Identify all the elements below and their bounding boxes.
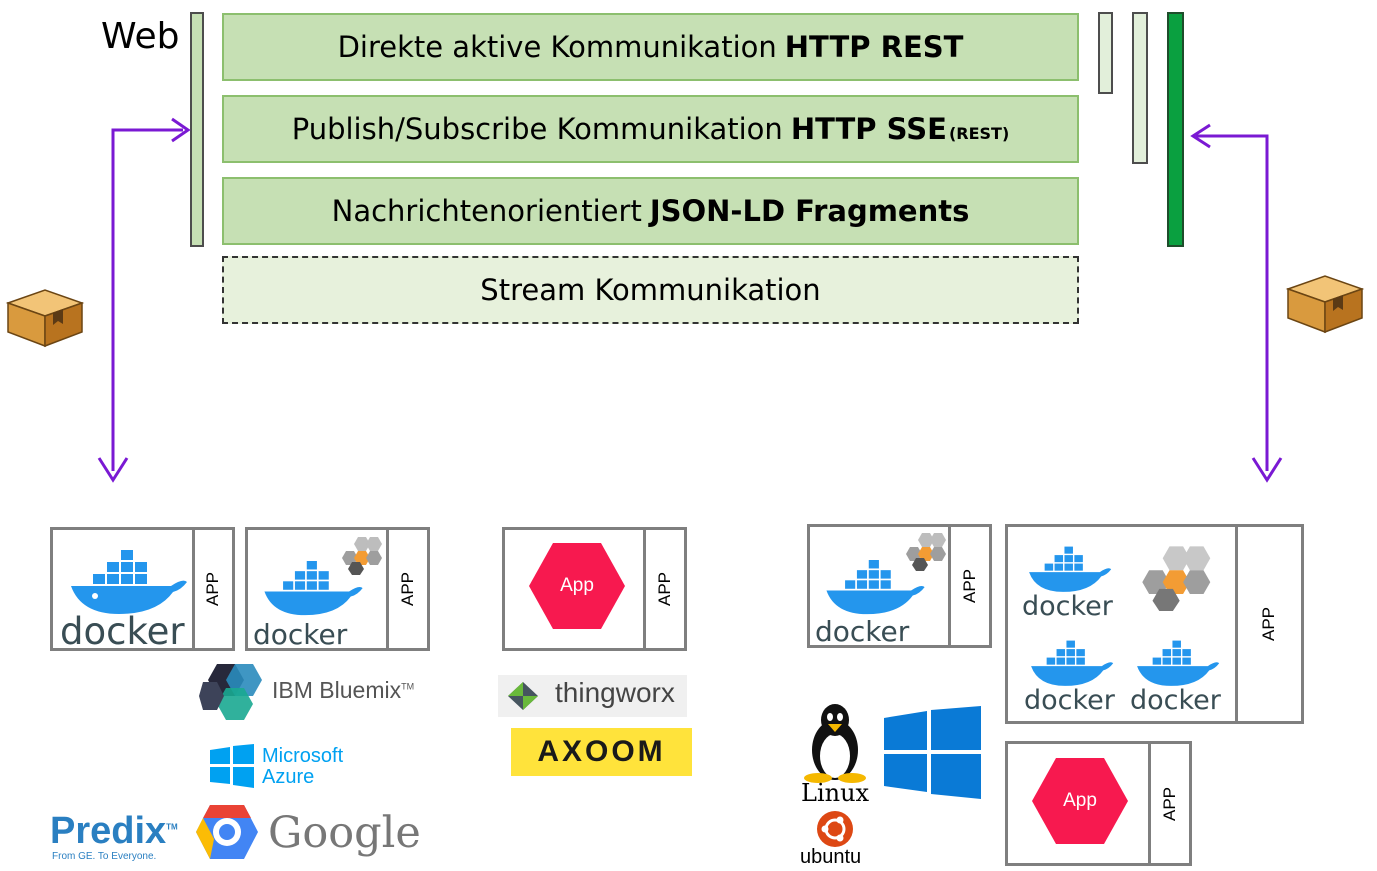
ubuntu-logo-icon — [817, 811, 853, 847]
app-tab-label: APP — [960, 568, 979, 604]
docker-whale-icon — [264, 561, 363, 616]
layer-http-rest-bold: HTTP REST — [784, 30, 964, 64]
package-box-icon-right — [1285, 275, 1365, 334]
predix-name: Predix — [50, 810, 167, 852]
app-tab: APP — [643, 530, 684, 648]
app-tab: APP — [1235, 527, 1301, 721]
layer-stream-text: Stream Kommunikation — [480, 273, 821, 307]
ibm-bluemix-icon — [199, 664, 262, 720]
bluemix-tm: TM — [401, 681, 415, 692]
app-hexagon: App — [529, 543, 625, 629]
layer-json-ld-text: Nachrichtenorientiert — [331, 194, 642, 228]
docker-whale-icon — [1031, 640, 1114, 686]
docker-wordmark: docker — [60, 610, 185, 653]
hexagon-cluster-icon — [1142, 546, 1211, 611]
container-app-2: App APP — [1005, 741, 1192, 866]
thingworx-text: thingworx — [555, 677, 675, 708]
predix-logo-text: PredixTM — [50, 810, 178, 853]
thingworx-logo: thingworx — [498, 675, 687, 717]
package-box-icon — [5, 289, 85, 348]
app-tab: APP — [386, 530, 427, 648]
docker-whale-icon — [1137, 640, 1220, 686]
azure-line2: Azure — [262, 766, 315, 788]
azure-logo-text: Microsoft Azure — [262, 746, 343, 788]
hexagon-cluster-icon — [342, 537, 382, 575]
layer-stream: Stream Kommunikation — [222, 256, 1079, 324]
google-cloud-icon — [196, 805, 258, 859]
arrow-right — [1196, 134, 1269, 471]
docker-whale-icon — [71, 550, 187, 614]
docker-wordmark: docker — [815, 615, 910, 648]
microsoft-azure-icon — [210, 744, 254, 788]
app-tab-label: APP — [398, 571, 417, 607]
web-bar-right-tall — [1167, 12, 1184, 247]
ubuntu-logo-text: ubuntu — [800, 846, 862, 868]
layer-json-ld: Nachrichtenorientiert JSON-LD Fragments — [222, 177, 1079, 245]
predix-tagline: From GE. To Everyone. — [52, 851, 157, 862]
windows-logo-icon — [884, 706, 981, 799]
thingworx-icon — [508, 682, 538, 710]
app-tab-label: APP — [203, 571, 223, 607]
docker-wordmark: docker — [1130, 685, 1221, 716]
app-tab-label: APP — [1259, 606, 1279, 642]
docker-whale-icon — [1029, 546, 1112, 592]
layer-http-sse-small: (REST) — [948, 123, 1010, 143]
layer-http-rest-text: Direkte aktive Kommunikation — [337, 30, 777, 64]
axoom-text: AXOOM — [537, 735, 666, 768]
bluemix-logo-text: IBM BluemixTM — [272, 677, 414, 704]
app-tab: APP — [948, 527, 989, 645]
docker-wordmark: docker — [1022, 591, 1113, 622]
layer-http-sse-text: Publish/Subscribe Kommunikation — [291, 112, 783, 146]
docker-wordmark: docker — [1024, 685, 1115, 716]
web-bar-right-short — [1098, 12, 1113, 94]
layer-http-sse-bold: HTTP SSE — [790, 112, 947, 146]
web-bar-right-mid — [1132, 12, 1148, 164]
linux-logo-text: Linux — [801, 779, 870, 807]
container-docker-2: docker APP — [245, 527, 430, 651]
docker-wordmark: docker — [253, 618, 348, 651]
web-label: Web — [101, 16, 180, 57]
docker-whale-icon — [826, 560, 925, 615]
arrow-left — [111, 128, 183, 471]
predix-tm: TM — [166, 822, 178, 832]
hexagon-cluster-icon — [906, 533, 946, 571]
app-hexagon: App — [1032, 758, 1128, 844]
azure-line1: Microsoft — [262, 745, 344, 767]
app-tab-label: APP — [655, 571, 674, 607]
layer-http-rest: Direkte aktive Kommunikation HTTP REST — [222, 13, 1079, 81]
layer-json-ld-bold: JSON-LD Fragments — [649, 194, 970, 228]
app-tab-label: APP — [1160, 786, 1179, 821]
google-logo-text: Google — [268, 808, 421, 858]
container-docker-3: docker APP — [807, 524, 992, 648]
container-docker-cluster: docker docker docker APP — [1005, 524, 1304, 724]
container-app-1: App APP — [502, 527, 687, 651]
app-tab: APP — [1148, 744, 1189, 863]
app-tab: APP — [192, 530, 232, 648]
web-bar-left — [190, 12, 204, 247]
bluemix-name: IBM Bluemix — [272, 677, 402, 703]
layer-http-sse: Publish/Subscribe Kommunikation HTTP SSE… — [222, 95, 1079, 163]
container-docker-1: docker APP — [50, 527, 235, 653]
tux-penguin-icon — [804, 704, 866, 783]
axoom-logo: AXOOM — [511, 728, 692, 776]
